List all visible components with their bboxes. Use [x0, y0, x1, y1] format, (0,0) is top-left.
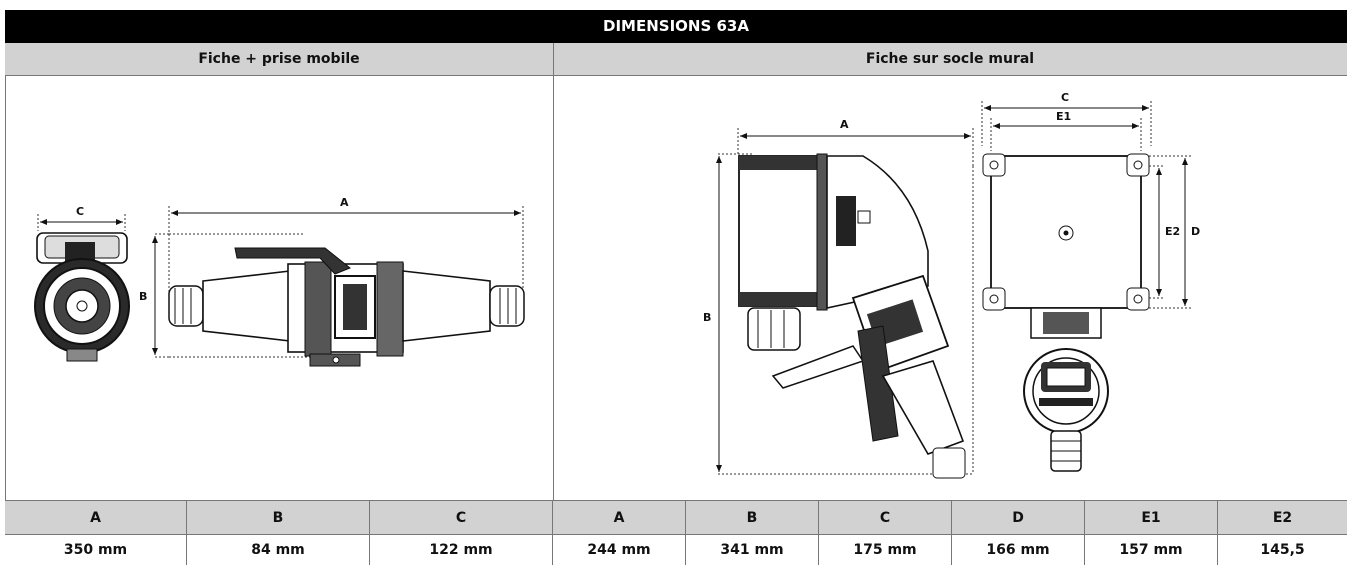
left-dim-c-label: C: [76, 205, 84, 218]
inline-plug-socket-drawing: C B: [34, 196, 525, 367]
left-value-c: 122 mm: [370, 535, 553, 565]
dimension-table-values: 350 mm 84 mm 122 mm 244 mm 341 mm 175 mm…: [5, 535, 1347, 565]
drawings-row: C B: [5, 76, 1347, 501]
right-header-c: C: [819, 501, 952, 535]
right-header-d: D: [952, 501, 1085, 535]
right-dim-a-label: A: [840, 118, 849, 131]
right-header-b: B: [686, 501, 819, 535]
dimension-table-headers: A B C A B C D E1 E2: [5, 501, 1347, 535]
section-headings: Fiche + prise mobile Fiche sur socle mur…: [5, 43, 1347, 76]
right-dim-c-label: C: [1061, 91, 1069, 104]
left-section-heading: Fiche + prise mobile: [198, 51, 360, 67]
left-dim-b-label: B: [139, 290, 147, 303]
left-header-b: B: [187, 501, 370, 535]
right-value-b: 341 mm: [686, 535, 819, 565]
left-dim-a-label: A: [340, 196, 349, 209]
right-header-e2: E2: [1272, 510, 1293, 526]
section-divider: [553, 43, 554, 565]
left-value-a: 350 mm: [5, 535, 187, 565]
wall-mounted-plug-drawing: A B: [703, 91, 1200, 479]
sheet-left-border: [5, 10, 6, 565]
left-value-b: 84 mm: [187, 535, 370, 565]
right-header-e1: E1: [1085, 501, 1218, 535]
left-drawing-pane: C B: [5, 76, 553, 500]
right-value-e2: 145,5: [1260, 542, 1305, 558]
right-section-heading: Fiche sur socle mural: [865, 51, 1035, 67]
left-header-c: C: [370, 501, 553, 535]
right-value-c: 175 mm: [819, 535, 952, 565]
right-dim-e1-label: E1: [1056, 110, 1071, 123]
right-dim-d-label: D: [1191, 225, 1200, 238]
right-value-d: 166 mm: [952, 535, 1085, 565]
right-value-a: 244 mm: [553, 535, 686, 565]
dimensions-sheet: DIMENSIONS 63A Fiche + prise mobile Fich…: [5, 10, 1347, 565]
right-drawing-pane: A B: [553, 76, 1347, 500]
right-value-e1: 157 mm: [1085, 535, 1218, 565]
right-dim-e2-label: E2: [1165, 225, 1180, 238]
right-header-a: A: [553, 501, 686, 535]
left-header-a: A: [5, 501, 187, 535]
sheet-title: DIMENSIONS 63A: [5, 10, 1347, 43]
right-dim-b-label: B: [703, 311, 711, 324]
